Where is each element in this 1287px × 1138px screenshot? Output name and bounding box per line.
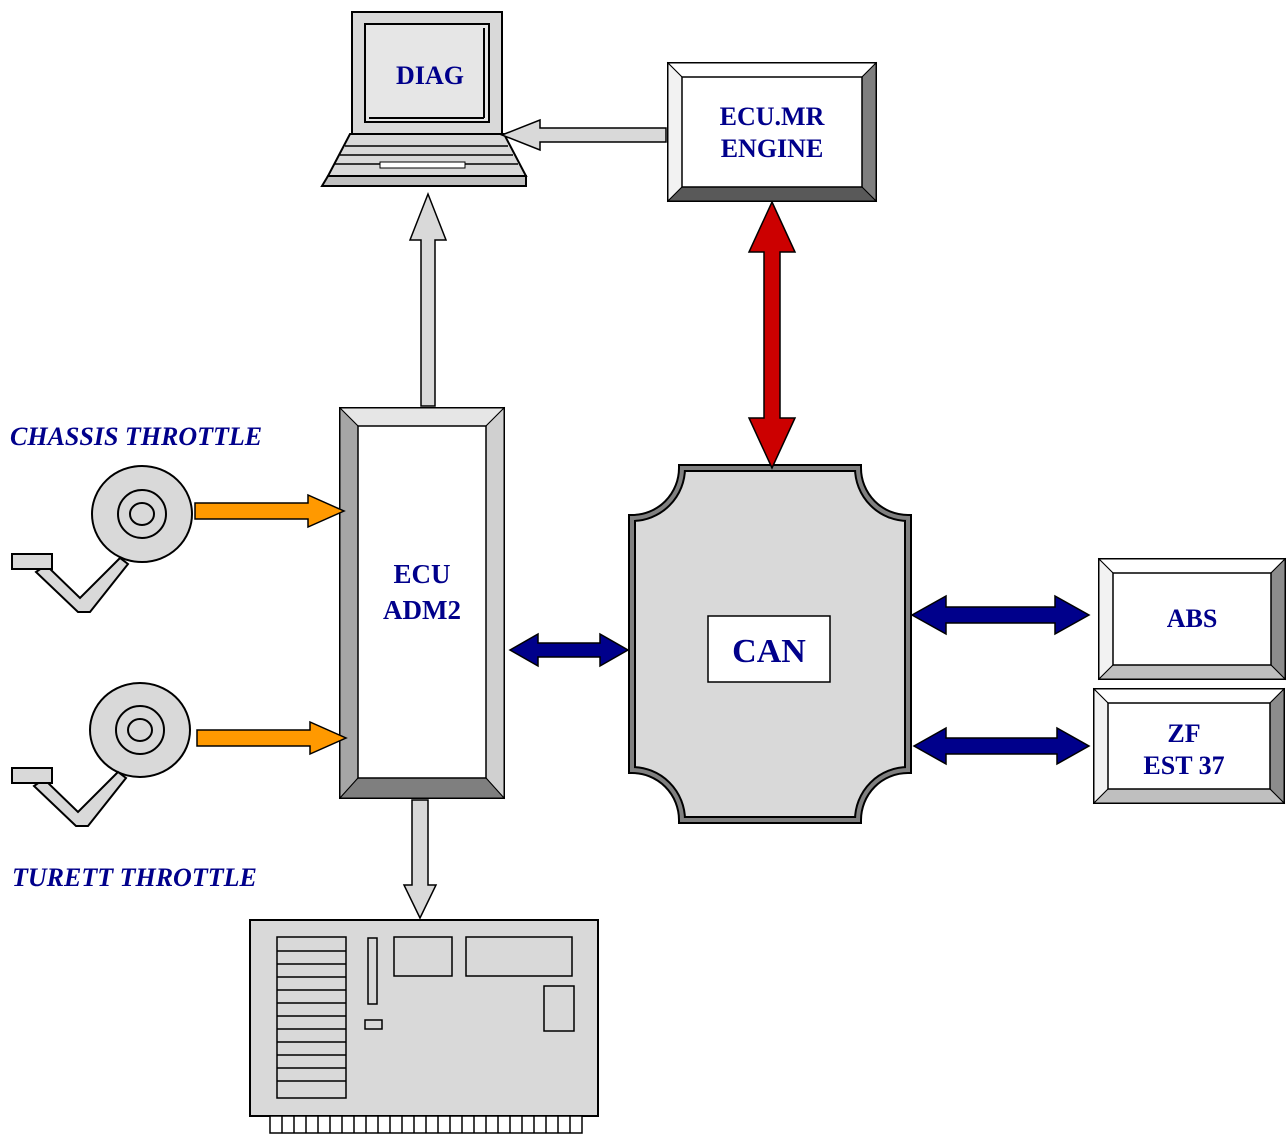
can-label: CAN <box>732 633 806 670</box>
ecu-mr-label-line2: ENGINE <box>721 134 824 163</box>
can-bus-node: CAN <box>628 464 912 824</box>
zf-label-line1: ZF <box>1167 719 1200 748</box>
ecu-mr-engine-box: ECU.MR ENGINE <box>666 61 878 203</box>
diag-label: DIAG <box>396 61 464 90</box>
engine-can-arrow <box>747 200 797 470</box>
chassis-throttle-label: CHASSIS THROTTLE <box>10 422 262 451</box>
can-abs-arrow <box>910 594 1091 636</box>
adm2-to-diag-arrow <box>408 191 448 407</box>
abs-label: ABS <box>1167 604 1218 633</box>
turett-throttle-label: TURETT THROTTLE <box>12 863 257 892</box>
chassis-throttle-arrow <box>194 493 346 529</box>
zf-label-line2: EST 37 <box>1143 751 1224 780</box>
engine-to-diag-arrow <box>499 118 667 152</box>
turett-throttle-pedal <box>11 682 191 827</box>
turett-throttle-arrow <box>196 720 348 756</box>
can-zf-arrow <box>912 726 1091 766</box>
control-panel-board <box>249 919 599 1134</box>
ecu-adm2-box: ECU ADM2 <box>338 406 506 800</box>
abs-box: ABS <box>1097 557 1287 681</box>
diag-laptop: DIAG <box>320 11 528 187</box>
ecu-mr-label-line1: ECU.MR <box>720 102 825 131</box>
zf-est37-box: ZF EST 37 <box>1092 687 1286 805</box>
chassis-throttle-pedal <box>11 465 193 613</box>
adm2-can-arrow <box>508 632 630 668</box>
adm2-to-panel-arrow <box>402 799 438 920</box>
ecu-adm2-label-line1: ECU <box>393 559 450 589</box>
ecu-adm2-label-line2: ADM2 <box>383 595 461 625</box>
